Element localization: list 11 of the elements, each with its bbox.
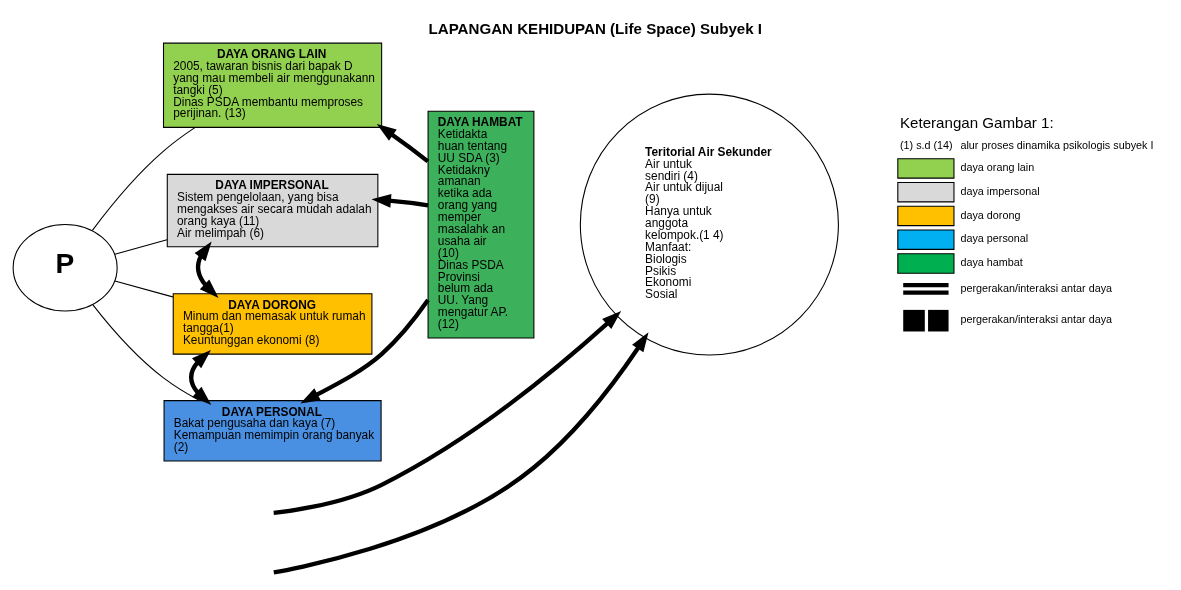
label: alur proses dinamika psikologis subyek I — [960, 138, 1154, 151]
legend-label: pergerakan/interaksi antar daya — [960, 281, 1113, 294]
legend-label: daya dorong — [960, 208, 1021, 221]
label: (1) s.d (14) — [899, 138, 953, 151]
legend-label: daya orang lain — [960, 160, 1035, 173]
diagram-title: LAPANGAN KEHIDUPAN (Life Space) Subyek I — [428, 19, 763, 37]
legend-label: pergerakan/interaksi antar daya — [960, 312, 1113, 325]
label: Keterangan Gambar 1: — [899, 113, 1054, 131]
legend-label: daya personal — [960, 231, 1029, 244]
legend-label: daya hambat — [960, 255, 1023, 268]
legend-label: daya impersonal — [960, 184, 1040, 197]
